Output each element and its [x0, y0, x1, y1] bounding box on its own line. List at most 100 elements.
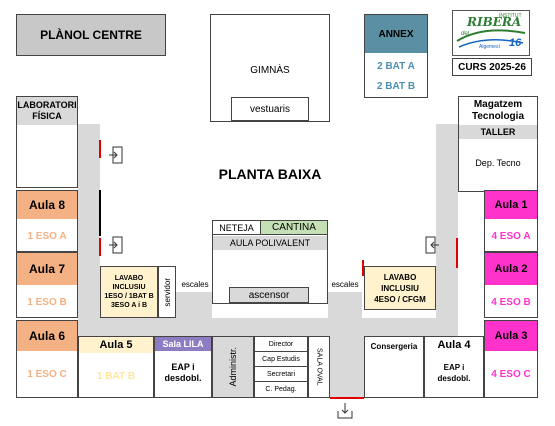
corridor-left-stub: [176, 292, 212, 318]
magatzem-line2: Tecnologia: [471, 111, 525, 122]
aula-2-room: Aula 2 4 ESO B: [484, 252, 538, 318]
cap-estudis-room: Cap Estudis: [255, 352, 307, 367]
eap-right: EAP i desdobl.: [425, 359, 483, 387]
escales-left-label: escales: [181, 279, 209, 289]
eap-right-line2: desdobl.: [437, 374, 471, 383]
aula-5-room: Aula 5 1 BAT B: [78, 336, 154, 398]
door-marker-left-bottom: [99, 238, 101, 256]
annex-header: ANNEX: [365, 15, 427, 53]
aula-2-group: 4 ESO B: [491, 296, 531, 308]
aula-4-header: Aula 4: [437, 339, 471, 351]
aula-polivalent: AULA POLIVALENT: [213, 236, 327, 250]
sala-lila-room: Sala LILA EAP i desdobl.: [154, 336, 212, 398]
annex-2bat-a: 2 BAT A: [377, 60, 415, 72]
planol-centre-box: PLÀNOL CENTRE: [16, 14, 166, 56]
aula-1-room: Aula 1 4 ESO A: [484, 190, 538, 252]
vestuaris-label: vestuaris: [249, 103, 290, 115]
logo-algemesi: Algemesí: [479, 44, 500, 50]
vestuaris-room: vestuaris: [231, 97, 309, 121]
door-marker-bottom: [330, 397, 364, 399]
aula-8-room: Aula 8 1 ESO A: [16, 190, 78, 252]
dep-tecno-label: Dep. Tecno: [475, 158, 521, 168]
c-pedag-room: C. Pedag.: [265, 386, 297, 393]
corridor-center-bottom: [330, 336, 364, 398]
consergeria-label: Consergeria: [370, 341, 418, 351]
aula-3-room: Aula 3 4 ESO C: [484, 320, 538, 398]
lavabo-right-line2: 4ESO / CFGM: [374, 294, 426, 304]
servidor-room: servidor: [158, 266, 176, 318]
gymnasium-label: GIMNÀS: [250, 65, 290, 76]
emergency-exit-icon: [424, 236, 440, 254]
director-room: Director: [255, 337, 307, 352]
aula-8-group: 1 ESO A: [27, 230, 67, 242]
administracio-room: Administr.: [212, 336, 254, 398]
aula-2-header: Aula 2: [485, 253, 537, 285]
lavabo-inclusiu-right: LAVABO INCLUSIU 4ESO / CFGM: [364, 266, 436, 310]
plan-title: PLANTA BAIXA: [218, 166, 322, 182]
aula-6-group: 1 ESO C: [27, 368, 67, 380]
door-marker-left-top: [99, 140, 101, 158]
annex-label: ANNEX: [378, 28, 414, 40]
aula-3-group: 4 ESO C: [491, 368, 531, 380]
aula-4-room: Aula 4 EAP i desdobl.: [424, 336, 484, 398]
logo-del: del: [461, 31, 470, 37]
entrance-icon: [336, 402, 354, 420]
taller-label: TALLER: [459, 125, 537, 139]
magatzem-line1: Magatzem: [473, 99, 523, 110]
aula-5-group: 1 BAT B: [96, 370, 136, 382]
corridor-bottom: [78, 318, 458, 336]
logo-institut: INSTITUT: [499, 13, 522, 19]
wall-segment-left: [99, 190, 101, 236]
lab-fisica: LABORATORI FÍSICA: [16, 96, 78, 188]
aula-1-group: 4 ESO A: [491, 230, 531, 242]
sala-oval-room: SALA OVAL: [308, 336, 330, 398]
school-logo: INSTITUT RIBERA del Algemesí 16: [452, 10, 530, 56]
direccio-block: Director Cap Estudis Secretari C. Pedag.: [254, 336, 308, 398]
aula-1-header: Aula 1: [485, 191, 537, 219]
sala-lila-header: Sala LILA: [155, 337, 211, 351]
lavabo-left-line2: INCLUSIU: [112, 284, 146, 291]
gymnasium: GIMNÀS vestuaris: [210, 14, 330, 122]
consergeria-room: Consergeria: [364, 336, 424, 398]
lab-line1: LABORATORI: [17, 100, 77, 110]
emergency-exit-icon: [108, 146, 124, 164]
eap-left-line1: EAP i: [171, 362, 195, 372]
aula-7-group: 1 ESO B: [27, 296, 67, 308]
lab-line2: FÍSICA: [32, 111, 62, 121]
emergency-exit-icon: [108, 236, 124, 254]
aula-7-room: Aula 7 1 ESO B: [16, 252, 78, 318]
aula-8-header: Aula 8: [17, 191, 77, 219]
door-marker-right: [456, 238, 458, 268]
corridor-right-stub: [328, 292, 362, 318]
administr-label: Administr.: [228, 347, 238, 387]
eap-left-line2: desdobl.: [164, 373, 202, 383]
annex-building: ANNEX 2 BAT A 2 BAT B: [364, 14, 428, 98]
lavabo-inclusiu-left: LAVABO INCLUSIU 1ESO / 1BAT B 3ESO A i B: [100, 266, 158, 318]
eap-left: EAP i desdobl.: [155, 359, 211, 387]
magatzem-tecnologia: Magatzem Tecnologia TALLER Dep. Tecno: [458, 96, 538, 192]
lavabo-left-line4: 3ESO A i B: [110, 302, 148, 309]
curs-box: CURS 2025-26: [452, 58, 532, 76]
central-block: NETEJA CANTINA AULA POLIVALENT ascensor: [212, 220, 328, 304]
aula-7-header: Aula 7: [17, 253, 77, 285]
aula-3-header: Aula 3: [485, 321, 537, 351]
lab-fisica-header: LABORATORI FÍSICA: [17, 97, 77, 125]
aula-6-room: Aula 6 1 ESO C: [16, 320, 78, 398]
curs-label: CURS 2025-26: [458, 61, 526, 73]
eap-right-line1: EAP i: [443, 363, 465, 372]
lavabo-right-line1: LAVABO INCLUSIU: [381, 272, 419, 293]
lavabo-left-line1: LAVABO: [114, 275, 144, 282]
planol-centre-label: PLÀNOL CENTRE: [40, 28, 142, 42]
annex-2bat-b: 2 BAT B: [376, 80, 416, 92]
ascensor-room: ascensor: [229, 287, 309, 303]
logo-word: RIBERA: [467, 15, 522, 29]
door-marker-center-right: [362, 260, 364, 276]
logo-graphic: [456, 29, 526, 48]
aula-5-header: Aula 5: [79, 337, 153, 353]
aula-6-header: Aula 6: [17, 321, 77, 351]
servidor-label: servidor: [162, 277, 172, 307]
cantina-room: CANTINA: [261, 221, 327, 235]
logo-number: 16: [509, 37, 522, 49]
magatzem-header: Magatzem Tecnologia: [459, 97, 537, 125]
corridor-right-vertical: [436, 124, 458, 336]
